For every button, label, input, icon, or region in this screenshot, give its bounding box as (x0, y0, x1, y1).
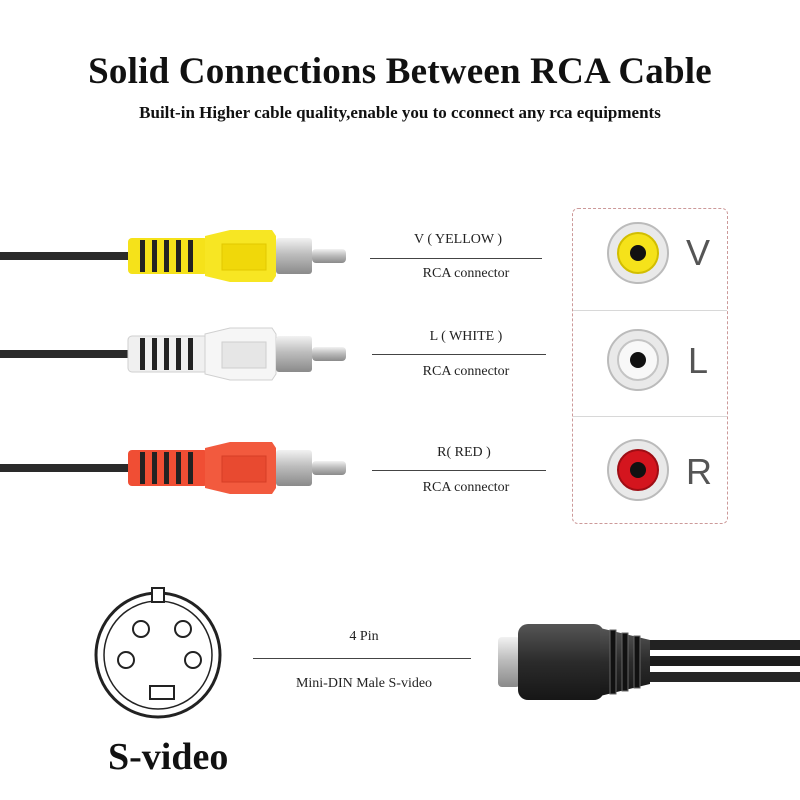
jack-letter-l: L (688, 340, 709, 381)
red-rca-jack (607, 439, 669, 501)
label-divider (372, 354, 546, 355)
connector-type-red: RCA connector (422, 480, 510, 495)
connector-type-yellow: RCA connector (422, 266, 510, 281)
yellow-rca-plug (0, 230, 346, 282)
connector-name-red: R( RED ) (437, 445, 491, 460)
yellow-rca-jack (607, 222, 669, 284)
rca-jack-panel (572, 208, 728, 524)
white-rca-jack (607, 329, 669, 391)
label-divider (253, 658, 471, 659)
page-subtitle: Built-in Higher cable quality,enable you… (139, 103, 661, 122)
red-rca-plug (0, 442, 346, 494)
connector-name-yellow: V ( YELLOW ) (414, 232, 502, 247)
connector-name-white: L ( WHITE ) (429, 329, 503, 344)
svideo-pin-label: 4 Pin (349, 629, 379, 644)
panel-divider (573, 310, 727, 311)
svideo-connector (498, 624, 800, 700)
page-title: Solid Connections Between RCA Cable (88, 51, 712, 92)
connector-type-white: RCA connector (422, 364, 510, 379)
jack-letter-r: R (686, 451, 712, 492)
svideo-description: Mini-DIN Male S-video (295, 676, 433, 691)
panel-divider (573, 416, 727, 417)
svideo-title: S-video (108, 736, 229, 778)
jack-letter-v: V (686, 232, 711, 273)
white-rca-plug (0, 327, 346, 381)
label-divider (372, 470, 546, 471)
label-divider (370, 258, 542, 259)
svideo-pin-diagram (94, 587, 222, 719)
